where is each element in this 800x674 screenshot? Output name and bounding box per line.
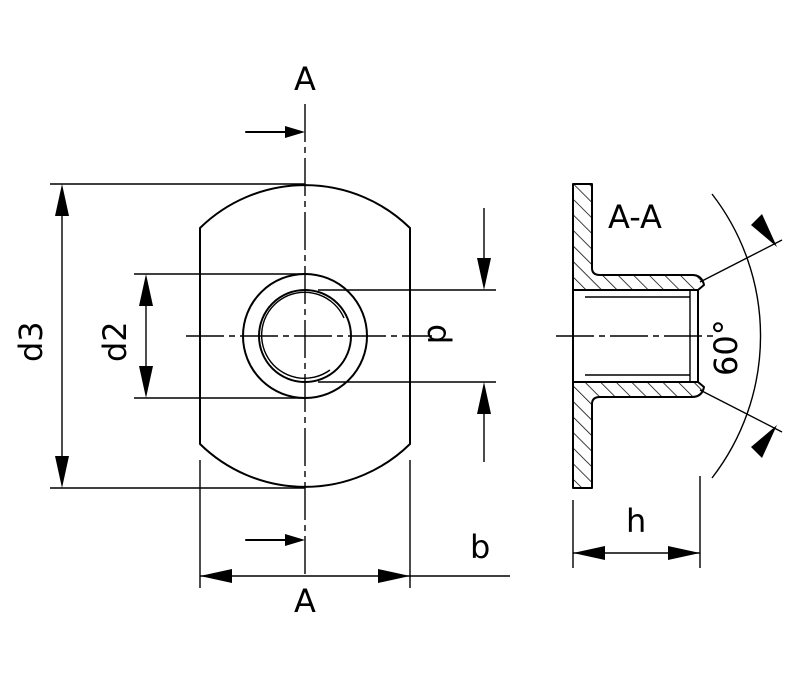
section-lower-hatch <box>572 381 705 489</box>
dimension-label-d3: d3 <box>12 321 50 362</box>
dimension-b: b <box>199 460 510 588</box>
plate-outline <box>199 184 411 488</box>
section-view: A-A 60° h <box>556 183 783 568</box>
section-label-bottom: A <box>294 582 316 620</box>
section-arrowhead-top <box>285 126 305 138</box>
thread-arc <box>260 291 345 379</box>
dimension-d3: d3 <box>12 183 305 489</box>
dimension-d2: d2 <box>96 273 305 399</box>
section-view-label: A-A <box>608 198 662 236</box>
front-view: A A d3 d2 d <box>12 60 510 620</box>
section-upper-hatch <box>572 183 705 291</box>
dimension-d: d <box>318 208 496 462</box>
dimension-label-h: h <box>626 502 646 540</box>
dimension-label-b: b <box>470 528 490 566</box>
dimension-label-d2: d2 <box>96 321 134 362</box>
dimension-label-d: d <box>420 324 458 344</box>
section-label-top: A <box>294 60 316 98</box>
section-arrowhead-bottom <box>285 534 305 546</box>
dimension-angle: 60° <box>699 193 783 479</box>
dimension-label-angle: 60° <box>707 319 745 376</box>
dimension-h: h <box>572 476 701 568</box>
